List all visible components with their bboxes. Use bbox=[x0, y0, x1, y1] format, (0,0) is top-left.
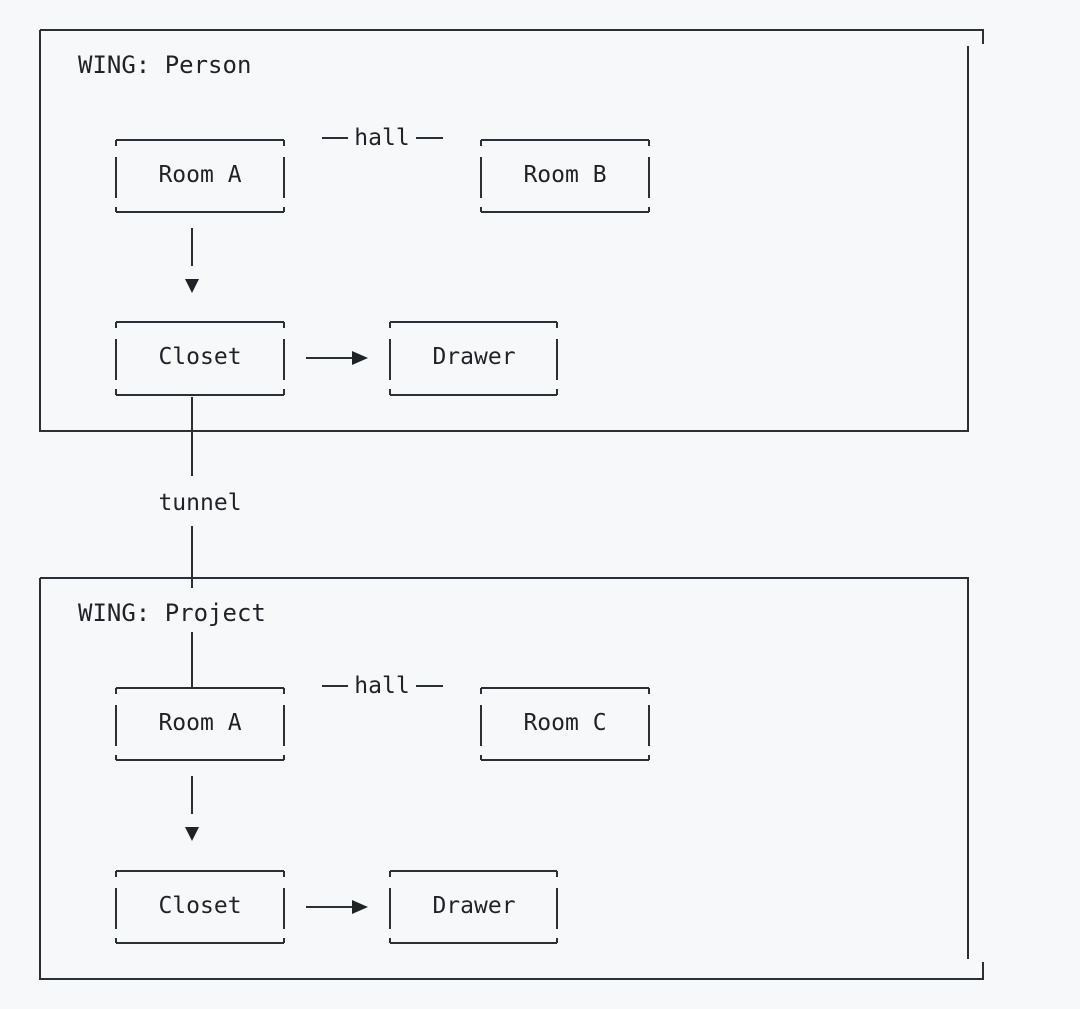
node-project-room-c-label: Room C bbox=[523, 710, 606, 736]
wing-project: WING: Project Room A hall Room C Closet bbox=[39, 577, 984, 980]
arrow-down-icon bbox=[185, 827, 199, 841]
node-person-closet: Closet bbox=[115, 321, 285, 396]
wing-person: WING: Person Room A hall Room B Closet bbox=[39, 29, 984, 432]
edge-project-closet-to-drawer bbox=[306, 900, 368, 914]
wing-project-title: WING: Project bbox=[78, 599, 266, 627]
arrow-down-icon bbox=[185, 279, 199, 293]
edge-project-hall: hall bbox=[322, 673, 443, 699]
node-project-drawer-label: Drawer bbox=[432, 893, 515, 919]
node-person-room-a-label: Room A bbox=[158, 162, 241, 188]
edge-person-hall: hall bbox=[322, 125, 443, 151]
edge-project-room-to-closet bbox=[185, 776, 199, 841]
node-person-room-b: Room B bbox=[480, 139, 650, 213]
edge-project-hall-label: hall bbox=[354, 673, 409, 699]
wing-person-title: WING: Person bbox=[78, 51, 251, 79]
arrow-right-icon bbox=[352, 900, 368, 914]
node-person-room-a: Room A bbox=[115, 139, 285, 213]
node-project-closet-label: Closet bbox=[158, 893, 241, 919]
edge-person-hall-label: hall bbox=[354, 125, 409, 151]
node-person-room-b-label: Room B bbox=[523, 162, 606, 188]
wing-person-frame bbox=[39, 29, 984, 432]
node-person-drawer: Drawer bbox=[389, 321, 558, 396]
edge-person-closet-to-drawer bbox=[306, 351, 368, 365]
node-project-closet: Closet bbox=[115, 870, 285, 944]
node-project-room-a-label: Room A bbox=[158, 710, 241, 736]
edge-person-room-to-closet bbox=[185, 228, 199, 293]
node-project-drawer: Drawer bbox=[389, 870, 558, 944]
node-person-drawer-label: Drawer bbox=[432, 344, 515, 370]
arrow-right-icon bbox=[352, 351, 368, 365]
node-project-room-c: Room C bbox=[480, 687, 650, 761]
wing-project-frame bbox=[39, 577, 984, 980]
edge-tunnel-label: tunnel bbox=[158, 490, 241, 516]
edge-tunnel: tunnel bbox=[158, 397, 242, 687]
node-person-closet-label: Closet bbox=[158, 344, 241, 370]
node-project-room-a: Room A bbox=[115, 687, 285, 761]
